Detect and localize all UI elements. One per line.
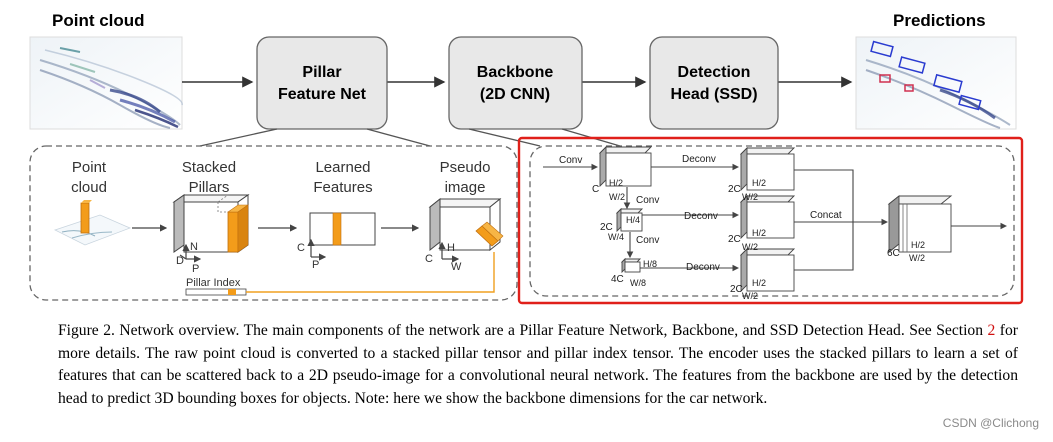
backbone-expand-left: [468, 128, 541, 147]
pfn-expand-left: [199, 128, 278, 147]
bb-W2: W/2: [609, 192, 625, 202]
bb-deconv-3: Deconv: [686, 262, 720, 273]
point-cloud-image: [29, 36, 183, 130]
stage-learned-label-1: Learned: [315, 159, 370, 176]
bb-deconv-2: Deconv: [684, 211, 718, 222]
stage-stacked-label-1: Stacked: [182, 159, 236, 176]
head-line1: Detection: [678, 64, 751, 81]
bb-conv-1: Conv: [559, 155, 582, 166]
backbone-block: Backbone (2D CNN): [448, 36, 583, 130]
axis-H-pseudo: H: [447, 242, 455, 254]
bb-2C: 2C: [600, 222, 613, 233]
caption-section-ref[interactable]: 2: [987, 322, 996, 339]
pfn-expand-right: [366, 128, 431, 147]
pfn-line1: Pillar: [302, 64, 341, 81]
stacked-pillars-cube: [172, 194, 250, 263]
bb-H4: H/4: [626, 215, 640, 225]
learned-features-rect: [307, 212, 376, 261]
predictions-image: [855, 36, 1017, 130]
stage-point-label-1: Point: [72, 159, 107, 176]
bb-H2-b: H/2: [752, 228, 766, 238]
pillar-index-bar: [185, 288, 247, 296]
stage-stacked-label-2: Pillars: [189, 179, 230, 196]
stage-point-label-2: cloud: [71, 179, 107, 196]
backbone-highlight-box: [517, 136, 1024, 305]
watermark: CSDN @Clichong: [942, 416, 1039, 430]
bb-conv-2: Conv: [636, 195, 659, 206]
stage-learned-label-2: Features: [313, 179, 372, 196]
stage-pseudo-label-2: image: [445, 179, 486, 196]
axis-P-learned: P: [312, 259, 319, 271]
bb-2C-c: 2C: [730, 284, 743, 295]
pfn-line2: Feature Net: [278, 86, 367, 103]
axis-C-learned: C: [297, 242, 305, 254]
bb-W2-a: W/2: [742, 192, 758, 202]
bb-H2-d: H/2: [911, 240, 925, 250]
backbone-line2: (2D CNN): [480, 86, 550, 103]
backbone-detail-box: [529, 145, 1015, 297]
bb-2C-a: 2C: [728, 184, 741, 195]
predictions-title: Predictions: [893, 11, 986, 30]
axis-W-pseudo: W: [451, 261, 462, 273]
axis-N: N: [190, 241, 198, 253]
detection-head-block: Detection Head (SSD): [649, 36, 779, 130]
caption-text-1: Figure 2. Network overview. The main com…: [58, 322, 988, 339]
caption-text-2: for more details. The raw point cloud is…: [58, 322, 1018, 407]
figure-caption: Figure 2. Network overview. The main com…: [58, 320, 1018, 410]
bb-W2-d: W/2: [909, 253, 925, 263]
axis-D: D: [176, 255, 184, 267]
pillar-index-connector: [246, 252, 495, 293]
bb-H2-c: H/2: [752, 278, 766, 288]
bb-H2: H/2: [609, 178, 623, 188]
bb-2C-b: 2C: [728, 234, 741, 245]
bb-H2-a: H/2: [752, 178, 766, 188]
bb-W4: W/4: [608, 232, 624, 242]
bb-H8: H/8: [643, 259, 657, 269]
pillar-feature-net-block: Pillar Feature Net: [256, 36, 388, 130]
point-cloud-pillar-illustration: [53, 200, 132, 246]
bb-W2-c: W/2: [742, 291, 758, 301]
backbone-line1: Backbone: [477, 64, 554, 81]
bb-4C: 4C: [611, 274, 624, 285]
head-line2: Head (SSD): [670, 86, 757, 103]
pseudo-image-cube: [428, 197, 504, 263]
pillar-index-label: Pillar Index: [186, 277, 241, 289]
bb-deconv-1: Deconv: [682, 154, 716, 165]
network-diagram: Pillar Feature Net Backbone (2D CNN) Det…: [29, 36, 1024, 305]
bb-C: C: [592, 184, 599, 195]
pfn-detail-box: [29, 145, 518, 301]
bb-W2-b: W/2: [742, 242, 758, 252]
bb-concat: Concat: [810, 210, 842, 221]
backbone-network: [543, 145, 1008, 293]
axis-C-pseudo: C: [425, 253, 433, 265]
point-cloud-title: Point cloud: [52, 11, 145, 30]
axis-P: P: [192, 263, 199, 275]
stage-pseudo-label-1: Pseudo: [440, 159, 491, 176]
bb-6C: 6C: [887, 248, 900, 259]
bb-conv-3: Conv: [636, 235, 659, 246]
bb-W8: W/8: [630, 278, 646, 288]
